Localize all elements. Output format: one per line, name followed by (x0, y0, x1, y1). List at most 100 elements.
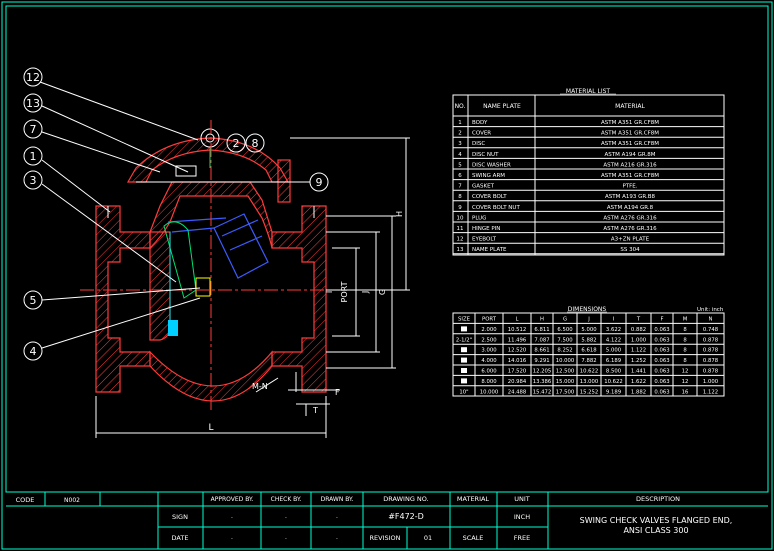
dimension-cell: 20.984 (508, 379, 527, 385)
dim-label-F: F (335, 388, 340, 397)
dimension-cell: 0.878 (703, 337, 719, 343)
dimension-cell: 12.520 (508, 348, 527, 354)
check-by-label: CHECK BY. (271, 496, 302, 503)
dimension-cell: 1.882 (631, 389, 646, 395)
dimension-cell: 8.000 (481, 379, 497, 385)
title-block: CODE N002 APPROVED BY. CHECK BY. DRAWN B… (6, 492, 768, 549)
material-cell: BODY (472, 120, 488, 126)
svg-text:9: 9 (316, 176, 323, 189)
callout-7: 7 (23, 119, 161, 173)
dimension-cell: 0.063 (654, 337, 669, 343)
callout-3: 3 (23, 170, 177, 283)
material-cell: GASKET (472, 184, 495, 190)
dimension-cell: 12 (682, 379, 689, 385)
dimension-cell: 0.063 (654, 389, 669, 395)
svg-text:NAME PLATE: NAME PLATE (483, 103, 521, 110)
svg-text:.: . (231, 513, 233, 520)
dimension-cell: 3.000 (481, 348, 497, 354)
body-lower (149, 350, 273, 402)
drawing-border (5, 5, 769, 493)
dim-label-G: G (378, 289, 387, 295)
dimension-cell: 0.063 (654, 379, 669, 385)
dimension-lines (95, 137, 410, 438)
material-cell: A3+ZN PLATE (611, 237, 650, 243)
dimension-header: G (563, 317, 567, 323)
seat-wall (149, 231, 171, 341)
dimension-cell: 4.000 (481, 358, 497, 364)
material-cell: 4 (458, 152, 462, 158)
material-cell: DISC (472, 141, 485, 147)
material-cell: COVER BOLT NUT (472, 205, 520, 211)
svg-text:5: 5 (30, 294, 37, 307)
dimension-cell: 0.063 (654, 358, 669, 364)
dimension-cell: 1.252 (631, 358, 646, 364)
dimension-cell: 24.488 (508, 389, 527, 395)
description-label: DESCRIPTION (636, 495, 680, 503)
material-cell: 10 (457, 215, 464, 221)
date-label: DATE (172, 534, 189, 542)
material-cell: 12 (457, 237, 464, 243)
material-cell: SWING ARM (472, 173, 505, 179)
sign-label: SIGN (172, 513, 188, 521)
callout-12: 12 (23, 67, 199, 141)
dimension-cell: 2.500 (481, 337, 497, 343)
callout-9: 9 (290, 172, 329, 192)
dimension-header: H (540, 317, 544, 323)
dimension-cell: 0.748 (703, 327, 719, 333)
dimension-cell: 8.661 (534, 348, 549, 354)
dim-label-MN: M-N (252, 382, 268, 391)
dimension-cell: 7.087 (534, 337, 549, 343)
dimension-cell: 8.252 (557, 348, 572, 354)
material-cell: 9 (458, 205, 462, 211)
size-glyph (461, 368, 467, 373)
dimension-cell: 11.496 (508, 337, 527, 343)
unit-label: UNIT (514, 495, 530, 503)
dimension-cell: 17.500 (556, 389, 575, 395)
material-list-title: MATERIAL LIST (566, 88, 610, 95)
dim-label-port: PORT (340, 281, 349, 302)
material-cell: ASTM A216 GR.316 (603, 162, 657, 168)
material-cell: ASTM A351 GR.CF8M (601, 131, 659, 137)
dimension-cell: 12.500 (556, 369, 575, 375)
svg-text:7: 7 (30, 123, 37, 136)
dimension-cell: 12.205 (533, 369, 552, 375)
dimension-cell: 13.386 (533, 379, 552, 385)
dimension-cell: 0.882 (631, 327, 646, 333)
dimension-header: PORT (482, 317, 497, 323)
scale-label: SCALE (463, 534, 484, 542)
dimension-cell: 10.000 (556, 358, 575, 364)
dimension-header: L (516, 317, 519, 323)
code-label: CODE (16, 496, 35, 504)
material-cell: DISC WASHER (472, 162, 511, 168)
left-flange (95, 205, 151, 393)
dimension-cell: 2-1/2" (456, 337, 472, 343)
svg-text:12: 12 (26, 71, 40, 84)
dimension-cell: 10.622 (580, 369, 599, 375)
dimension-header: SIZE (458, 317, 471, 323)
material-cell: ASTM A351 GR.CF8M (601, 120, 659, 126)
svg-text:3: 3 (30, 174, 37, 187)
material-cell: HINGE PIN (472, 226, 500, 232)
material-cell: 7 (458, 184, 462, 190)
svg-text:8: 8 (252, 137, 259, 150)
dimension-cell: 5.000 (606, 348, 622, 354)
revision-label: REVISION (369, 534, 400, 542)
material-cell: ASTM A351 GR.CF8M (601, 173, 659, 179)
dimension-header: J (587, 317, 590, 323)
dimension-cell: 2.000 (481, 327, 497, 333)
dimension-cell: 15.000 (556, 379, 575, 385)
description-line1: SWING CHECK VALVES FLANGED END, (580, 516, 733, 525)
dimension-cell: 10.622 (604, 379, 623, 385)
size-glyph (461, 347, 467, 353)
svg-text:.: . (336, 513, 338, 520)
dimension-cell: 17.520 (508, 369, 527, 375)
scale-value: FREE (514, 534, 530, 542)
material-cell: COVER (472, 131, 491, 137)
svg-text:NO.: NO. (455, 103, 466, 110)
dimension-cell: 6.000 (481, 369, 497, 375)
name-plate (175, 165, 197, 177)
dimension-cell: 8 (683, 358, 687, 364)
